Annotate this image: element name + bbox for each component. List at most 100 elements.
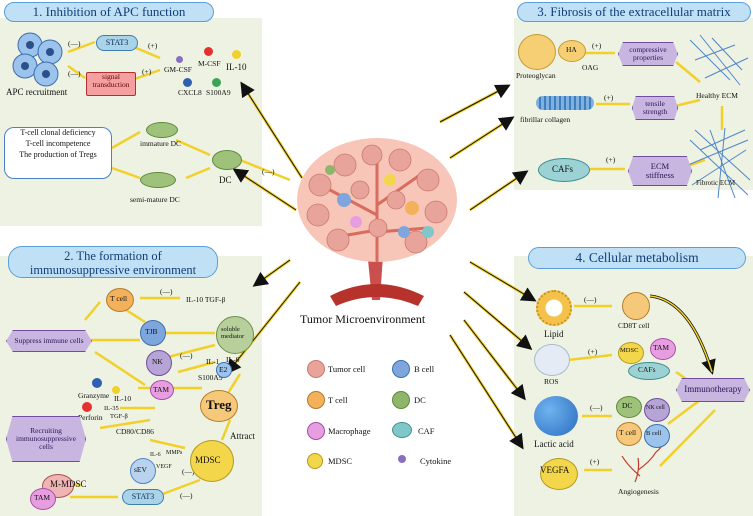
mdsc-icon (190, 440, 234, 482)
tam-icon (650, 338, 676, 360)
bcell-label: B cell (646, 430, 662, 437)
nk-label: NK (152, 357, 163, 366)
tam-icon (150, 380, 174, 400)
tcell-label: T cell (110, 294, 128, 303)
fibrillar-collagen-label: fibrillar collagen (520, 115, 571, 124)
lipid-label: Lipid (544, 329, 564, 339)
vegfa-label: VEGFA (540, 465, 570, 475)
s100a9-label: S100A9 (206, 88, 231, 97)
proteoglycan-label: Proteoglycan (516, 71, 556, 80)
plus-label: (+) (148, 41, 158, 50)
sev-label: sEV (134, 465, 147, 474)
minus-label: (—) (180, 491, 193, 500)
plus-label: (+) (592, 41, 602, 50)
dc-icon (616, 396, 642, 418)
m-mdsc-label: M-MDSC (50, 479, 87, 489)
legend-mdsc-icon (307, 453, 323, 469)
e2-icon (216, 362, 232, 378)
plus-label: (+) (142, 67, 152, 76)
tam-label: TAM (653, 343, 670, 352)
il1-label: IL-1 (206, 357, 220, 366)
treg-icon (200, 390, 238, 422)
suppress-immune-cells-node: Suppress immune cells (6, 330, 92, 352)
mdsc-label: MDSC (195, 455, 221, 465)
il6-label: IL-6 (150, 452, 161, 458)
cd8-tcell-icon (622, 292, 650, 320)
stat3-node: STAT3 (96, 35, 138, 51)
mdsc-label: MDSC (620, 347, 639, 354)
plus-label: (+) (606, 155, 616, 164)
tensile-strength-node: tensile strength (632, 96, 678, 120)
nk-label: NK cell (646, 405, 665, 411)
minus-label: (—) (180, 351, 193, 360)
apc-cluster-graphic (12, 32, 63, 87)
healthy-ecm-graphic (689, 34, 749, 86)
lactic-acid-icon (534, 396, 578, 436)
sev-icon (130, 458, 156, 484)
tcell-icon (106, 288, 134, 312)
tjb-icon (140, 320, 166, 346)
tam-icon (30, 488, 56, 510)
ha-label: HA (566, 45, 577, 54)
soluble-mediator-label: soluble mediator (221, 326, 245, 340)
treg-label: Treg (206, 397, 232, 412)
angiogenesis-graphic (621, 439, 665, 483)
deficiency-line: T-cell clonal deficiency (20, 128, 96, 137)
minus-label: (—) (262, 167, 275, 176)
angiogenesis-label: Angiogenesis (618, 487, 659, 496)
legend-cytokine-icon (398, 455, 406, 463)
plus-label: (+) (590, 457, 600, 466)
mmps-label: MMPs (166, 450, 183, 456)
legend-dc-icon (392, 391, 410, 409)
vegf-label: VEGF (156, 464, 172, 470)
vegfa-icon (540, 458, 578, 490)
panel4-title: 4. Cellular metabolism (528, 247, 746, 269)
cafs-icon (628, 362, 670, 380)
ha-icon (558, 40, 586, 62)
legend-label: Cytokine (420, 456, 452, 466)
proteoglycan-icon (518, 34, 556, 70)
e2-label: E2 (219, 365, 228, 374)
nk-icon (146, 350, 172, 376)
cytokine-icon (112, 386, 120, 394)
cafs-label: CAFs (552, 164, 574, 174)
il10-label: IL-10 (226, 62, 247, 72)
minus-label: (—) (584, 295, 597, 304)
s100a9-label: S100A9 (198, 373, 223, 382)
cytokine-icon (183, 78, 192, 87)
tam-label: TAM (153, 385, 170, 394)
deficiency-line: T-cell incompetence (25, 138, 91, 148)
plus-label: (+) (604, 93, 614, 102)
cytokine-icon (232, 50, 241, 59)
healthy-ecm-label: Healthy ECM (696, 91, 738, 100)
tumor-microenvironment-label: Tumor Microenvironment (300, 312, 426, 326)
perforin-label: Perforin (78, 413, 103, 422)
il6-label: IL-6 (226, 355, 240, 364)
fibrotic-ecm-label: Fibrotic ECM (696, 179, 736, 187)
cafs-icon (538, 158, 590, 182)
semi-mature-dc-label: semi-mature DC (130, 195, 180, 204)
minus-label: (—) (590, 403, 603, 412)
recruiting-node: Recruiting immunosuppressive cells (6, 416, 86, 462)
oag-label: OAG (582, 63, 599, 72)
legend-tcell-icon (307, 391, 325, 409)
panel3-title: 3. Fibrosis of the extracellular matrix (517, 2, 751, 22)
mdsc-icon (618, 342, 644, 364)
granzyme-label: Granzyme (78, 391, 110, 400)
minus-label: (—) (68, 69, 81, 78)
cytokine-icon (82, 402, 92, 412)
cd8-label: CD8T cell (618, 321, 650, 330)
legend-label: CAF (418, 426, 435, 436)
cafs-label: CAFs (638, 365, 656, 374)
legend-caf-icon (392, 422, 412, 438)
legend-label: B cell (414, 364, 435, 374)
compressive-properties-node: compressive properties (618, 42, 678, 66)
dc-label: DC (219, 175, 232, 185)
soluble-mediator-icon (216, 316, 254, 354)
nk-icon (644, 398, 670, 422)
legend-macrophage-icon (307, 422, 325, 440)
dc-consequence-box: T-cell clonal deficiency T-cell incompet… (4, 127, 112, 179)
il10-label: IL-10 (114, 394, 132, 403)
